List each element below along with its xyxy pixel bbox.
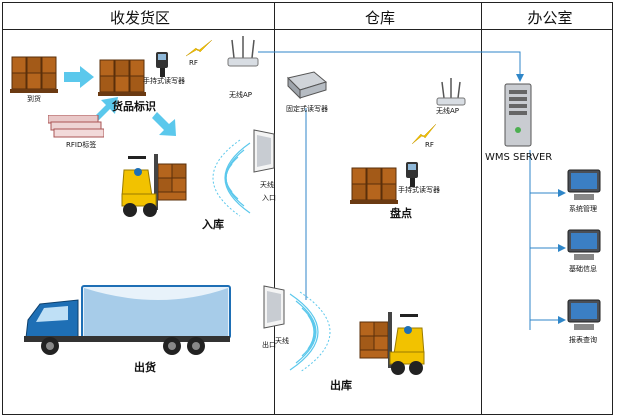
inventory-label: 盘点	[390, 207, 412, 220]
truck-icon	[24, 285, 231, 355]
rf-signal-icon	[186, 40, 212, 57]
wireless-ap-icon	[227, 36, 259, 67]
report-query-label: 报表查询	[569, 336, 597, 344]
arrow-up-icon	[94, 97, 118, 121]
exit-label: 出口	[262, 341, 276, 349]
forklift-out-icon	[359, 312, 425, 375]
rfid-tags-icon	[48, 115, 104, 138]
terminal-report-query-icon	[567, 299, 601, 330]
terminal-system-mgmt-icon	[567, 169, 601, 200]
handheld-reader-label: 手持式读写器	[143, 77, 185, 85]
shipping-label: 出货	[134, 361, 156, 374]
warehouse-in-label: 入库	[202, 218, 224, 231]
inventory-boxes-icon	[350, 167, 398, 204]
goods-marking-label: 货品标识	[112, 100, 156, 113]
wms-server-icon	[504, 83, 532, 147]
zone-title-receiving: 收发货区	[109, 9, 170, 27]
terminal-basic-info-icon	[567, 229, 601, 260]
handheld-reader-icon	[156, 52, 168, 77]
zone-divider-left	[274, 2, 275, 415]
wireless-ap-2-icon	[436, 78, 466, 106]
entrance-label: 入口	[262, 194, 276, 202]
arrow-right-icon	[64, 66, 94, 88]
tagged-boxes-icon	[98, 59, 146, 96]
header-divider	[2, 29, 613, 30]
zone-title-warehouse: 仓库	[364, 9, 395, 27]
handheld-reader-2-label: 手持式读写器	[398, 186, 440, 194]
rf-2-label: RF	[425, 141, 434, 149]
zone-divider-right	[481, 2, 482, 415]
entrance-antenna-icon	[253, 129, 275, 173]
basic-info-label: 基础信息	[569, 265, 597, 273]
forklift-in-icon	[121, 154, 187, 217]
fixed-reader-icon	[287, 71, 328, 100]
warehouse-out-label: 出库	[330, 379, 352, 392]
exit-rf-waves	[289, 291, 331, 373]
entrance-rf-waves	[212, 139, 251, 217]
rfid-tag-label: RFID标签	[66, 141, 97, 149]
wireless-ap-label: 无线AP	[229, 91, 253, 99]
wms-server-label: WMS SERVER	[485, 152, 553, 163]
fixed-reader-label: 固定式读写器	[286, 105, 328, 113]
diagram-frame	[2, 2, 613, 415]
arrival-label: 到货	[27, 95, 41, 103]
rf-label: RF	[189, 59, 198, 67]
arrival-boxes-icon	[10, 56, 58, 93]
system-mgmt-label: 系统管理	[569, 205, 597, 213]
rf-signal-2-icon	[412, 124, 436, 144]
zone-title-office: 办公室	[527, 9, 573, 27]
arrow-down-right-icon	[152, 112, 176, 136]
handheld-reader-2-icon	[406, 162, 418, 187]
wireless-ap-2-label: 无线AP	[436, 107, 460, 115]
antenna-2-label: 天线	[275, 337, 289, 345]
exit-antenna-icon	[263, 285, 285, 329]
antenna-label: 天线	[260, 181, 274, 189]
